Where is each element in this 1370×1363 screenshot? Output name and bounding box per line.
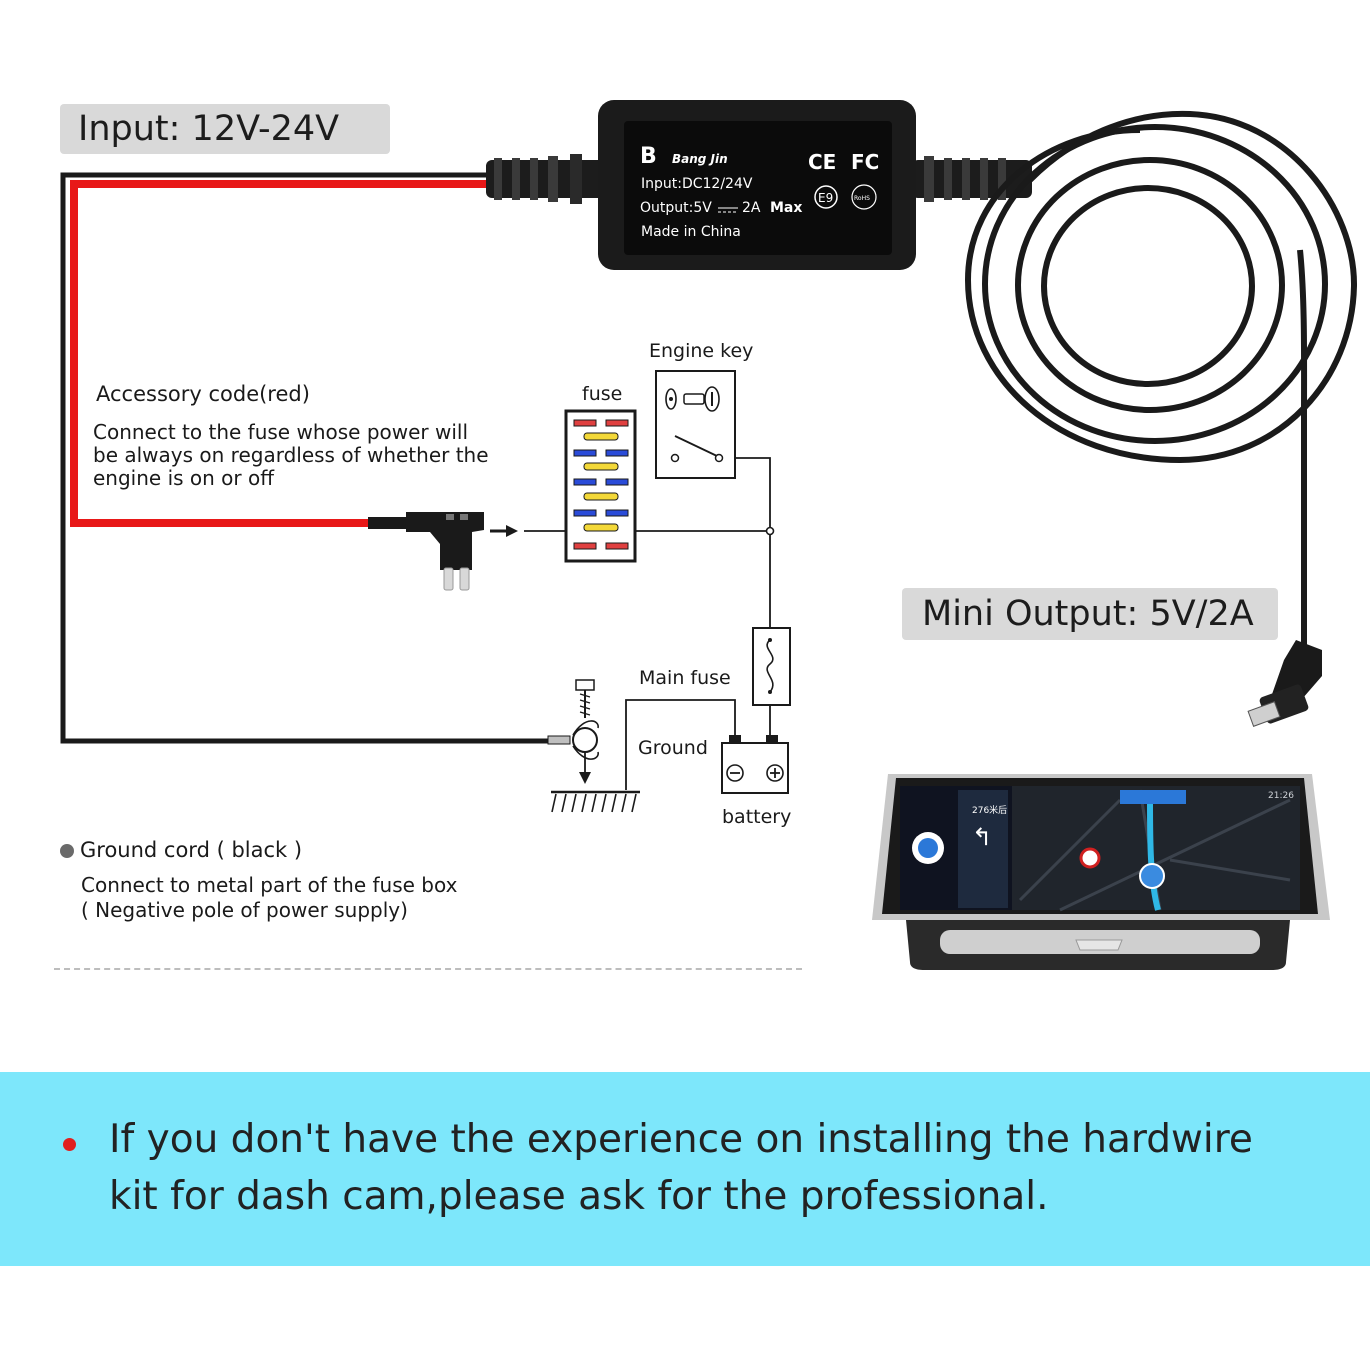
- ground-symbol-icon: [551, 790, 640, 813]
- e9-mark-icon: E9: [818, 191, 833, 205]
- battery-icon: [721, 735, 789, 794]
- turn-arrow-icon: ↰: [972, 823, 992, 851]
- fcc-mark-icon: FC: [851, 150, 879, 174]
- converter-output-suffix: 2A: [742, 200, 761, 216]
- device-time: 21:26: [1268, 791, 1294, 801]
- fuse-box-icon: [564, 409, 637, 563]
- dashed-divider: [54, 968, 802, 970]
- brand-logo-icon: B: [640, 144, 657, 169]
- circuit-lines: [524, 457, 771, 790]
- ground-cord-desc-line: Connect to metal part of the fuse box: [81, 873, 458, 897]
- converter-max: Max: [770, 200, 802, 216]
- converter-origin: Made in China: [641, 224, 741, 240]
- mini-usb-plug: [1247, 640, 1322, 727]
- rohs-mark-icon: RoHS: [854, 195, 870, 202]
- note-bullet-icon: [63, 1138, 76, 1151]
- input-strain-relief: [486, 154, 604, 204]
- accessory-wire: [70, 180, 492, 527]
- converter-box: Bang Jin B Input:DC12/24V Output:5V 2A M…: [598, 100, 916, 270]
- accessory-desc-line: Connect to the fuse whose power will: [93, 420, 469, 444]
- ground-label: Ground: [638, 737, 708, 759]
- input-voltage-label: Input: 12V-24V: [60, 104, 390, 154]
- accessory-desc-line: engine is on or off: [93, 466, 275, 490]
- main-fuse-icon: [752, 627, 791, 706]
- ground-wire: [60, 172, 555, 744]
- dashcam-device: 21:26 276米后 ↰: [872, 774, 1330, 970]
- junction-dot: [765, 526, 775, 536]
- main-fuse-label: Main fuse: [639, 667, 731, 689]
- ground-bullet-icon: [60, 844, 74, 858]
- converter-brand: Bang Jin: [672, 152, 728, 166]
- converter-output-prefix: Output:5V: [640, 200, 712, 216]
- ground-cord-desc-line: ( Negative pole of power supply): [81, 898, 408, 922]
- note-banner: [0, 1072, 1370, 1266]
- add-a-fuse-icon: [406, 512, 484, 591]
- note-line: kit for dash cam,please ask for the prof…: [109, 1174, 1049, 1219]
- note-line: If you don't have the experience on inst…: [109, 1117, 1253, 1162]
- ring-terminal-icon: [547, 679, 599, 784]
- accessory-desc-line: be always on regardless of whether the: [93, 443, 489, 467]
- ground-cord-title: Ground cord ( black ): [80, 838, 303, 862]
- converter-input: Input:DC12/24V: [641, 176, 753, 192]
- coiled-output-cable: [964, 110, 1358, 650]
- output-voltage-label: Mini Output: 5V/2A: [902, 588, 1278, 640]
- device-distance: 276米后: [972, 804, 1007, 816]
- accessory-lead-jacket: [368, 517, 408, 529]
- fuse-label: fuse: [582, 383, 623, 405]
- insert-arrow-icon: [490, 525, 518, 537]
- engine-key-label: Engine key: [649, 340, 754, 362]
- battery-label: battery: [722, 806, 792, 828]
- ce-mark-icon: CE: [808, 150, 836, 174]
- engine-key-icon: [655, 370, 736, 479]
- accessory-title: Accessory code(red): [96, 382, 310, 406]
